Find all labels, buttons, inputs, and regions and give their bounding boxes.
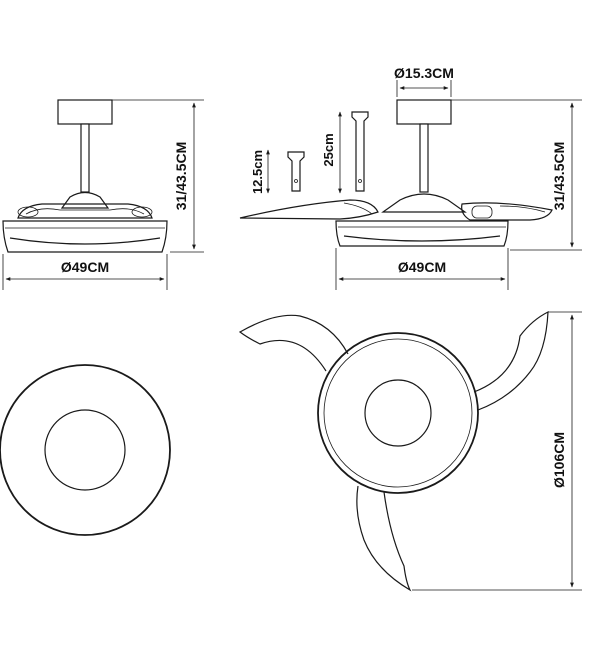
bottom-view-retracted bbox=[0, 364, 171, 536]
rod-short-label: 12.5cm bbox=[250, 150, 265, 194]
blade-right bbox=[473, 311, 549, 411]
outer-ring bbox=[317, 332, 479, 494]
right-blade bbox=[461, 202, 553, 221]
bottom-view-extended: Ø106CM bbox=[238, 311, 582, 592]
blade-bottom bbox=[356, 485, 412, 592]
motor-housing bbox=[60, 191, 110, 209]
downrod bbox=[80, 123, 90, 193]
outer-ring bbox=[0, 364, 171, 536]
diffuser bbox=[9, 237, 161, 245]
diffuser bbox=[343, 235, 501, 242]
light-diffuser bbox=[44, 409, 126, 491]
light-diffuser bbox=[364, 379, 432, 447]
folded-blades bbox=[17, 203, 153, 219]
long-downrod bbox=[351, 111, 369, 192]
canopy-dimension-label: Ø15.3CM bbox=[394, 65, 454, 81]
short-downrod bbox=[287, 151, 305, 192]
width-dimension-label: Ø49CM bbox=[398, 259, 446, 275]
rod-long-label: 25cm bbox=[321, 133, 336, 166]
light-body bbox=[335, 220, 509, 247]
width-dimension-label: Ø49CM bbox=[61, 259, 109, 275]
left-blade bbox=[239, 199, 379, 220]
motor-housing bbox=[381, 193, 467, 213]
downrod-options: 12.5cm 25cm bbox=[250, 111, 369, 194]
height-dimension-label: 31/43.5CM bbox=[173, 142, 189, 210]
canopy bbox=[57, 99, 113, 125]
light-body bbox=[2, 220, 168, 253]
canopy bbox=[396, 99, 452, 125]
side-view-retracted: 31/43.5CM Ø49CM bbox=[2, 99, 204, 290]
downrod bbox=[419, 123, 429, 193]
span-dimension-label: Ø106CM bbox=[551, 432, 567, 488]
height-dimension-label: 31/43.5CM bbox=[551, 142, 567, 210]
side-view-extended: Ø15.3CM 31/43.5CM Ø49CM bbox=[239, 65, 582, 290]
blade-top-left bbox=[238, 314, 349, 372]
